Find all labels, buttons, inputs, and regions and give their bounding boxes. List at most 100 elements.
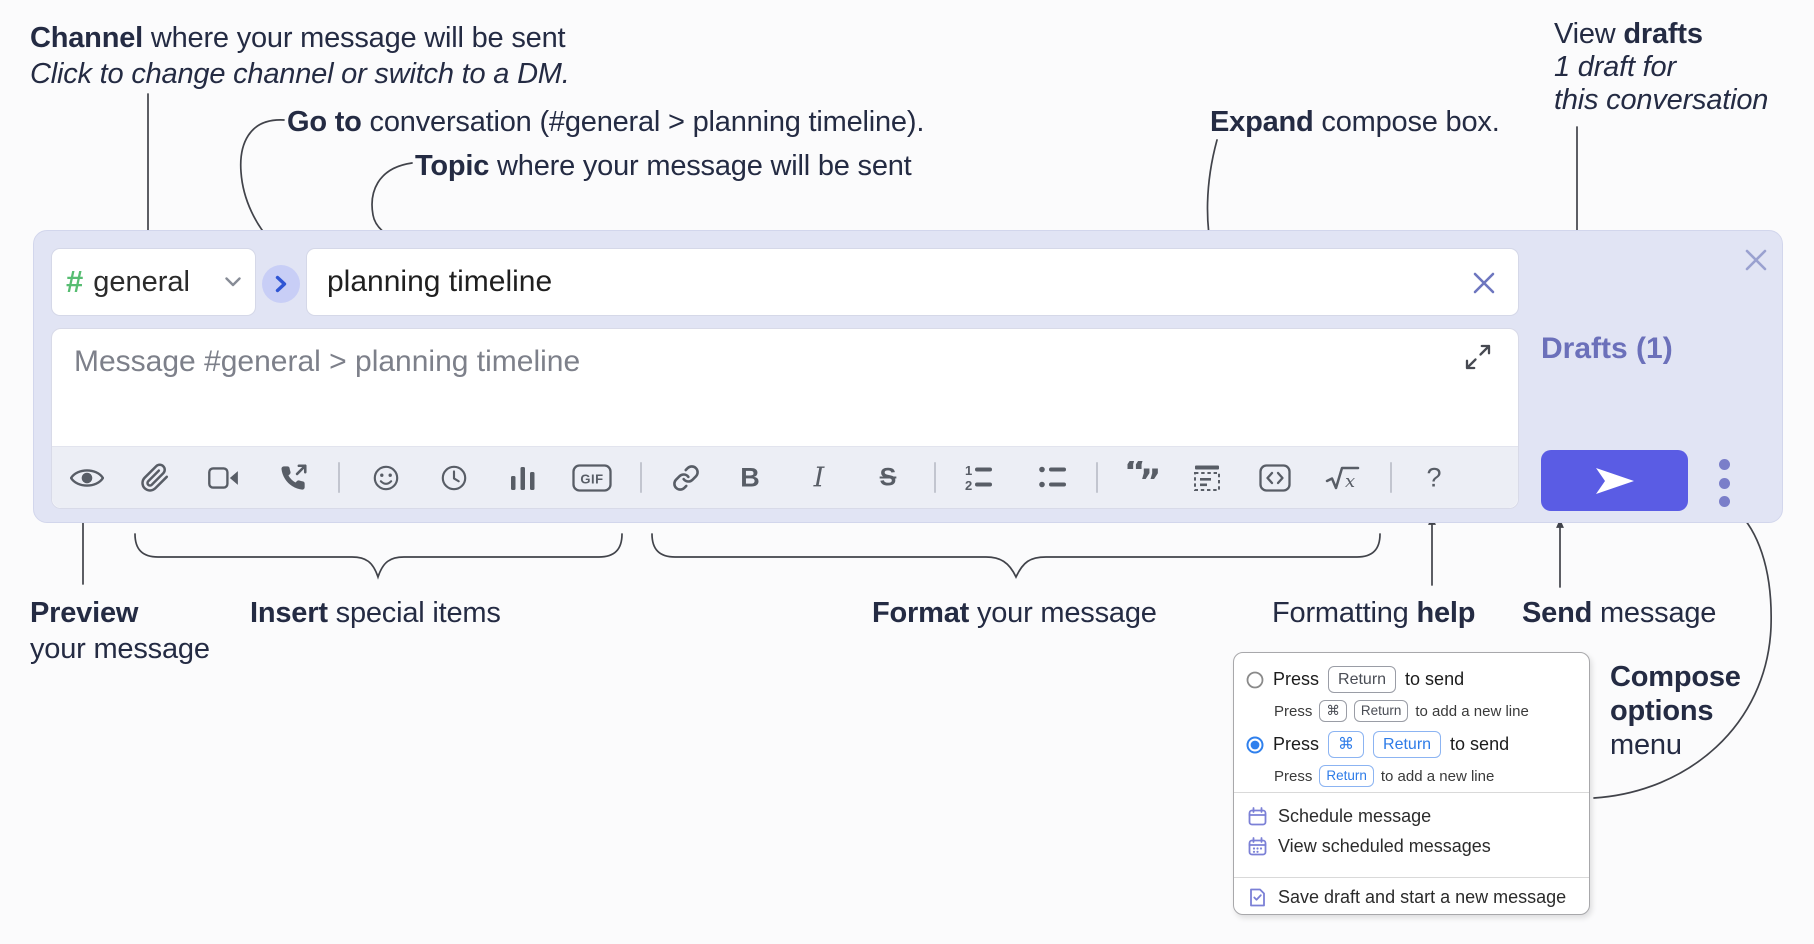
audio-call-button[interactable] <box>279 463 307 492</box>
question-mark-icon: ? <box>1426 462 1442 492</box>
annotation-preview: Preview your message <box>30 597 210 665</box>
annotation-channel-bold: Channel <box>30 22 143 54</box>
drafts-link[interactable]: Drafts (1) <box>1541 332 1673 365</box>
brace-format <box>651 533 1381 580</box>
compose-options-menu: Press Return to send Press ⌘ Return to a… <box>1233 652 1590 915</box>
italic-icon: I <box>813 462 825 493</box>
compose-toolbar: GIF B I S <box>52 446 1518 508</box>
italic-button[interactable]: I <box>814 462 825 493</box>
send-button[interactable] <box>1541 450 1688 511</box>
option-enter-sends-sub: Press ⌘ Return to add a new line <box>1274 700 1529 722</box>
strikethrough-icon: S <box>879 463 897 491</box>
return-key: Return <box>1353 700 1409 722</box>
channel-selector[interactable]: # general <box>51 248 256 316</box>
gif-button[interactable]: GIF <box>572 463 612 492</box>
numbered-list-button[interactable]: 1 2 <box>964 463 994 493</box>
topic-value: planning timeline <box>327 265 553 298</box>
eye-icon <box>70 468 104 487</box>
preview-button[interactable] <box>70 466 104 490</box>
annotation-format: Format your message <box>872 597 1157 629</box>
emoji-button[interactable] <box>372 464 400 492</box>
chevron-down-icon <box>225 277 241 287</box>
cmd-key: ⌘ <box>1328 731 1365 758</box>
close-icon <box>1473 272 1495 294</box>
add-global-time-button[interactable] <box>440 464 468 492</box>
compose-options-menu-button[interactable] <box>1708 457 1740 509</box>
channel-hash-icon: # <box>66 264 84 299</box>
expand-icon <box>1465 344 1491 370</box>
code-button[interactable] <box>1259 463 1291 492</box>
svg-text:”: ” <box>1139 462 1160 495</box>
compose-close-button[interactable] <box>1739 243 1773 277</box>
channel-name: general <box>93 265 190 298</box>
video-call-button[interactable] <box>208 466 240 490</box>
option-cmd-enter-sends-sub: Press Return to add a new line <box>1274 765 1494 787</box>
brace-insert <box>134 533 623 580</box>
topic-clear-button[interactable] <box>1468 267 1500 299</box>
math-button[interactable]: x <box>1325 463 1361 493</box>
radio-unselected-icon[interactable] <box>1246 671 1264 689</box>
menu-divider <box>1234 792 1589 793</box>
svg-text:x: x <box>1345 471 1355 492</box>
draft-document-icon <box>1250 888 1265 907</box>
topic-input[interactable]: planning timeline <box>306 248 1519 316</box>
toolbar-divider <box>338 462 340 493</box>
paperclip-icon <box>141 463 169 492</box>
kebab-dot <box>1718 496 1730 507</box>
annotation-view-drafts: View drafts 1 draft for this conversatio… <box>1554 18 1769 116</box>
radio-selected-icon[interactable] <box>1246 736 1264 754</box>
bold-button[interactable]: B <box>740 462 760 493</box>
menu-item-view-scheduled[interactable]: View scheduled messages <box>1248 836 1491 857</box>
return-key: Return <box>1328 666 1397 693</box>
annotation-send: Send message <box>1522 597 1717 629</box>
toolbar-divider <box>640 462 642 493</box>
spoiler-block-icon <box>1194 465 1220 491</box>
bulleted-list-icon <box>1039 466 1066 487</box>
go-to-conversation-button[interactable] <box>262 265 300 303</box>
quote-button[interactable]: “ ” <box>1124 461 1160 495</box>
message-box[interactable]: Message #general > planning timeline <box>51 328 1519 509</box>
expand-compose-button[interactable] <box>1462 341 1494 373</box>
annotation-compose-options: Compose options menu <box>1610 661 1741 761</box>
svg-text:GIF: GIF <box>580 471 603 486</box>
quote-icon: “ ” <box>1124 461 1160 495</box>
spoiler-button[interactable] <box>1192 463 1222 493</box>
attach-file-button[interactable] <box>140 463 170 493</box>
bulleted-list-button[interactable] <box>1038 463 1068 493</box>
send-icon <box>1595 467 1634 494</box>
menu-item-schedule-message[interactable]: Schedule message <box>1248 806 1431 827</box>
return-key: Return <box>1319 765 1374 787</box>
add-poll-button[interactable] <box>510 465 536 491</box>
clock-icon <box>441 465 467 490</box>
svg-text:“: “ <box>1124 461 1146 492</box>
toolbar-divider <box>1096 462 1098 493</box>
compose-box: # general planning timeline <box>33 230 1783 523</box>
arrow-goto <box>239 119 285 242</box>
numbered-list-icon: 1 2 <box>965 463 992 493</box>
link-button[interactable] <box>672 464 700 492</box>
cmd-key: ⌘ <box>1319 700 1347 722</box>
option-cmd-enter-sends[interactable]: Press ⌘ Return to send <box>1246 731 1509 758</box>
svg-text:2: 2 <box>965 478 972 493</box>
annotation-channel-line2: Click to change channel or switch to a D… <box>30 58 570 90</box>
message-formatting-help-button[interactable]: ? <box>1426 462 1441 493</box>
strikethrough-button[interactable]: S <box>880 463 897 492</box>
annotation-goto: Go to conversation (#general > planning … <box>287 106 925 138</box>
menu-item-save-draft[interactable]: Save draft and start a new message <box>1248 887 1566 908</box>
code-icon <box>1259 463 1291 492</box>
annotation-topic: Topic where your message will be sent <box>415 150 912 182</box>
toolbar-divider <box>1390 462 1392 493</box>
chevron-right-icon <box>275 275 287 293</box>
annotation-insert: Insert special items <box>250 597 501 629</box>
gif-icon: GIF <box>572 463 612 492</box>
latex-math-icon: x <box>1325 466 1360 492</box>
phone-outgoing-icon <box>281 463 307 490</box>
bold-icon: B <box>740 462 760 492</box>
option-enter-sends[interactable]: Press Return to send <box>1246 666 1464 693</box>
arrow-compose-options <box>1593 510 1772 799</box>
menu-divider <box>1234 877 1589 878</box>
annotation-formatting-help: Formatting help <box>1272 597 1476 629</box>
annotation-channel-rest: where your message will be sent <box>143 22 566 54</box>
calendar-icon <box>1248 807 1267 826</box>
